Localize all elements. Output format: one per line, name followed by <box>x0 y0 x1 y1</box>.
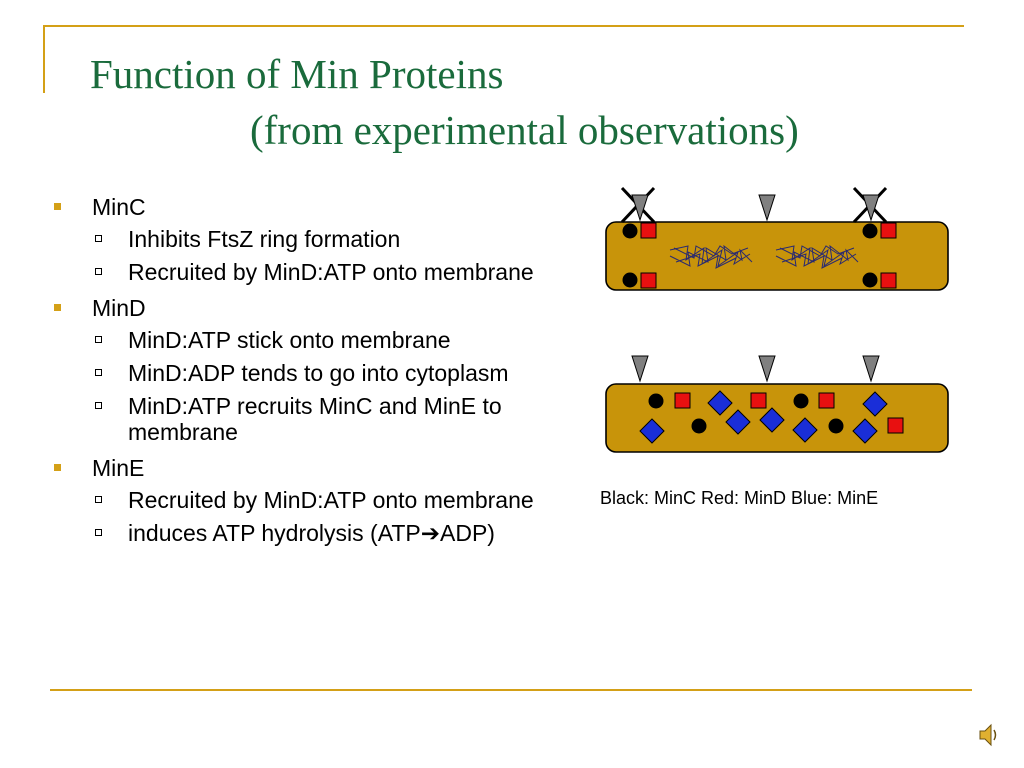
sub-item: MinD:ATP stick onto membrane <box>95 327 552 353</box>
sub-bullet-marker <box>95 529 102 536</box>
sub-item-text: Recruited by MinD:ATP onto membrane <box>128 487 534 513</box>
sub-item-text: Recruited by MinD:ATP onto membrane <box>128 259 534 285</box>
mind-particle <box>818 392 835 409</box>
bullet-mine: MinE Recruited by MinD:ATP onto membrane… <box>52 455 552 546</box>
minc-particle <box>622 223 638 239</box>
frame-line-left <box>43 25 45 93</box>
division-arrow <box>758 355 776 383</box>
minc-particle <box>691 418 707 434</box>
mind-particle <box>880 272 897 289</box>
bullet-label: MinD <box>92 295 146 321</box>
sub-list: Recruited by MinD:ATP onto membrane indu… <box>52 487 552 546</box>
ftsz-ring-left <box>669 244 753 269</box>
mine-particle <box>792 417 818 443</box>
slide-title: Function of Min Proteins (from experimen… <box>90 46 799 158</box>
sub-item: induces ATP hydrolysis (ATP➔ADP) <box>95 520 552 546</box>
sub-item-text: MinD:ADP tends to go into cytoplasm <box>128 360 509 386</box>
division-arrow <box>862 194 880 222</box>
frame-line-top <box>44 25 964 27</box>
sub-item: MinD:ADP tends to go into cytoplasm <box>95 360 552 386</box>
division-arrow <box>758 194 776 222</box>
sub-bullet-marker <box>95 496 102 503</box>
min-protein-diagram <box>605 186 949 453</box>
bullet-minc: MinC Inhibits FtsZ ring formation Recrui… <box>52 194 552 285</box>
mind-particle <box>880 222 897 239</box>
sub-bullet-marker <box>95 402 102 409</box>
title-line-2: (from experimental observations) <box>250 107 799 153</box>
mine-particle <box>707 390 733 416</box>
minc-particle <box>828 418 844 434</box>
bullet-marker <box>54 203 61 210</box>
sub-item: Recruited by MinD:ATP onto membrane <box>95 259 552 285</box>
mine-particle <box>759 407 785 433</box>
sub-item-text: MinD:ATP stick onto membrane <box>128 327 451 353</box>
minc-particle <box>862 272 878 288</box>
minc-particle <box>622 272 638 288</box>
bullet-marker <box>54 464 61 471</box>
bullet-label: MinC <box>92 194 146 220</box>
mine-particle <box>639 418 665 444</box>
ftsz-ring-scribble <box>669 244 859 269</box>
sub-item-text: MinD:ATP recruits MinC and MinE to membr… <box>128 393 502 445</box>
frame-line-bottom <box>50 689 972 691</box>
sub-item: Recruited by MinD:ATP onto membrane <box>95 487 552 513</box>
sub-bullet-marker <box>95 369 102 376</box>
bullet-label: MinE <box>92 455 145 481</box>
division-arrow <box>862 355 880 383</box>
sub-item: Inhibits FtsZ ring formation <box>95 226 552 252</box>
mind-particle <box>640 272 657 289</box>
sub-item: MinD:ATP recruits MinC and MinE to membr… <box>95 393 552 445</box>
speaker-icon[interactable] <box>978 722 1000 748</box>
mine-particle <box>725 409 751 435</box>
mind-particle <box>750 392 767 409</box>
sub-bullet-marker <box>95 235 102 242</box>
mind-particle <box>887 417 904 434</box>
ftsz-ring-right <box>775 244 859 269</box>
minc-particle <box>648 393 664 409</box>
diagram-legend-caption: Black: MinC Red: MinD Blue: MinE <box>600 488 879 508</box>
sub-bullet-marker <box>95 268 102 275</box>
minc-particle <box>862 223 878 239</box>
mind-particle <box>640 222 657 239</box>
mine-particle <box>862 391 888 417</box>
bullet-marker <box>54 304 61 311</box>
bullet-list: MinC Inhibits FtsZ ring formation Recrui… <box>52 194 552 553</box>
mine-particle <box>852 418 878 444</box>
minc-particle <box>793 393 809 409</box>
title-line-1: Function of Min Proteins <box>90 51 504 97</box>
division-arrow <box>631 355 649 383</box>
sub-item-text: Inhibits FtsZ ring formation <box>128 226 401 252</box>
mind-particle <box>674 392 691 409</box>
sub-list: MinD:ATP stick onto membrane MinD:ADP te… <box>52 327 552 445</box>
sub-list: Inhibits FtsZ ring formation Recruited b… <box>52 226 552 285</box>
sub-bullet-marker <box>95 336 102 343</box>
bullet-mind: MinD MinD:ATP stick onto membrane MinD:A… <box>52 295 552 445</box>
division-arrow <box>631 194 649 222</box>
sub-item-text: induces ATP hydrolysis (ATP➔ADP) <box>128 520 495 546</box>
